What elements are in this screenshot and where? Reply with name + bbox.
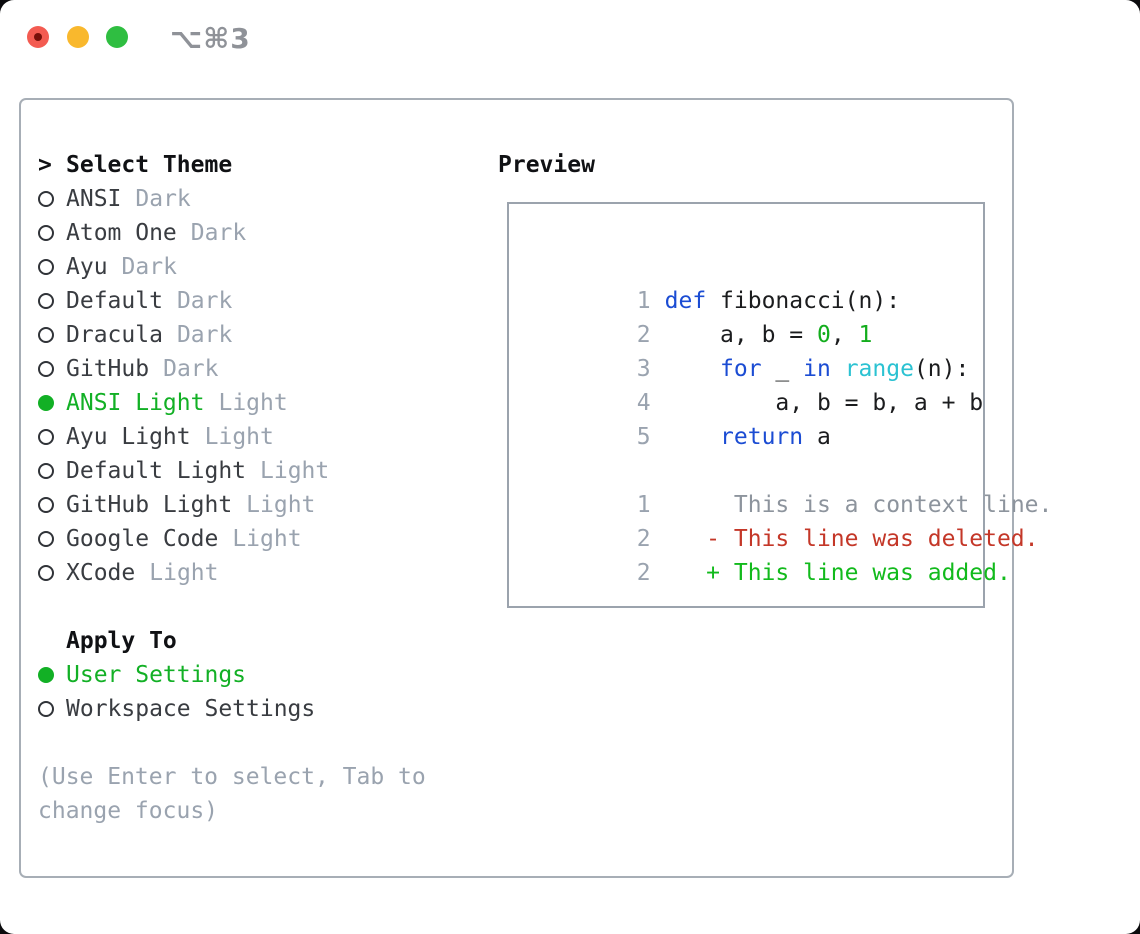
radio-icon bbox=[38, 701, 54, 717]
apply-option-workspace-settings[interactable]: Workspace Settings bbox=[38, 692, 426, 726]
theme-tag: Light bbox=[204, 424, 274, 450]
line-number: 2 bbox=[636, 560, 651, 586]
diff-context-line: 1 This is a context line. bbox=[526, 454, 1053, 518]
radio-icon bbox=[38, 225, 54, 241]
theme-tag: Light bbox=[149, 560, 219, 586]
diff-deleted-line: 2 - This line was deleted. bbox=[526, 488, 1039, 552]
theme-tag: Dark bbox=[176, 322, 233, 348]
line-number: 4 bbox=[636, 390, 651, 416]
theme-tag: Dark bbox=[163, 356, 219, 382]
theme-tag: Dark bbox=[176, 288, 233, 314]
code-preview: 1 def fibonacci(n): 2 a, b = 0, 1 3 for … bbox=[509, 204, 1053, 586]
select-theme-header: > Select Theme bbox=[38, 148, 426, 182]
theme-option-default-dark[interactable]: Default Dark bbox=[38, 284, 426, 318]
spacer bbox=[38, 590, 426, 624]
code-line: 4 a, b = b, a + b bbox=[526, 352, 983, 416]
code-line: 5 return a bbox=[526, 386, 983, 450]
caret-icon: > bbox=[38, 152, 52, 178]
theme-option-dracula-dark[interactable]: Dracula Dark bbox=[38, 318, 426, 352]
theme-tag: Dark bbox=[121, 254, 177, 280]
theme-option-ansi-dark[interactable]: ANSI Dark bbox=[38, 182, 426, 216]
theme-option-ayu-light[interactable]: Ayu Light Light bbox=[38, 420, 426, 454]
theme-option-github-dark[interactable]: GitHub Dark bbox=[38, 352, 426, 386]
unsaved-indicator-icon bbox=[34, 33, 42, 41]
line-number: 3 bbox=[636, 356, 651, 382]
theme-option-github-light[interactable]: GitHub Light Light bbox=[38, 488, 426, 522]
theme-tag: Dark bbox=[190, 220, 247, 246]
theme-tag: Light bbox=[246, 492, 316, 518]
theme-tag: Light bbox=[260, 458, 330, 484]
keyboard-hint-line2: change focus) bbox=[38, 798, 219, 824]
line-number: 2 bbox=[636, 322, 651, 348]
theme-option-default-light[interactable]: Default Light Light bbox=[38, 454, 426, 488]
section-title: Select Theme bbox=[66, 152, 233, 178]
keyboard-hint-line1: (Use Enter to select, Tab to bbox=[38, 764, 426, 790]
section-title: Apply To bbox=[66, 628, 177, 654]
radio-icon bbox=[38, 565, 54, 581]
diff-added-line: 2 + This line was added. bbox=[526, 522, 1011, 586]
radio-icon bbox=[38, 463, 54, 479]
preview-pane: 1 def fibonacci(n): 2 a, b = 0, 1 3 for … bbox=[507, 202, 1053, 608]
code-line: 2 a, b = 0, 1 bbox=[526, 284, 983, 348]
theme-list: > Select Theme ANSI Dark Atom One Dark A… bbox=[38, 148, 426, 828]
code-line: 1 def fibonacci(n): bbox=[526, 250, 983, 314]
close-button[interactable] bbox=[27, 26, 49, 48]
radio-icon bbox=[38, 293, 54, 309]
radio-icon bbox=[38, 361, 54, 377]
titlebar: ⌥⌘3 bbox=[0, 0, 1140, 74]
line-number: 1 bbox=[636, 492, 651, 518]
zoom-button[interactable] bbox=[106, 26, 128, 48]
preview-title: Preview bbox=[498, 152, 595, 178]
line-number: 5 bbox=[636, 424, 651, 450]
theme-tag: Dark bbox=[135, 186, 191, 212]
radio-icon bbox=[38, 531, 54, 547]
theme-option-xcode-light[interactable]: XCode Light bbox=[38, 556, 426, 590]
theme-tag: Light bbox=[218, 390, 288, 416]
apply-to-header: Apply To bbox=[38, 624, 426, 658]
radio-icon bbox=[38, 429, 54, 445]
window-title: ⌥⌘3 bbox=[170, 22, 251, 55]
radio-selected-icon bbox=[38, 667, 54, 683]
line-number: 1 bbox=[636, 288, 651, 314]
code-line: 3 for _ in range(n): bbox=[526, 318, 983, 382]
theme-option-atom-one-dark[interactable]: Atom One Dark bbox=[38, 216, 426, 250]
minimize-button[interactable] bbox=[67, 26, 89, 48]
apply-option-user-settings[interactable]: User Settings bbox=[38, 658, 426, 692]
radio-icon bbox=[38, 327, 54, 343]
radio-icon bbox=[38, 497, 54, 513]
theme-option-google-code-light[interactable]: Google Code Light bbox=[38, 522, 426, 556]
radio-selected-icon bbox=[38, 395, 54, 411]
radio-icon bbox=[38, 191, 54, 207]
theme-option-ayu-dark[interactable]: Ayu Dark bbox=[38, 250, 426, 284]
theme-tag: Light bbox=[232, 526, 302, 552]
theme-option-ansi-light[interactable]: ANSI Light Light bbox=[38, 386, 426, 420]
spacer bbox=[38, 726, 426, 760]
radio-icon bbox=[38, 259, 54, 275]
line-number: 2 bbox=[636, 526, 651, 552]
